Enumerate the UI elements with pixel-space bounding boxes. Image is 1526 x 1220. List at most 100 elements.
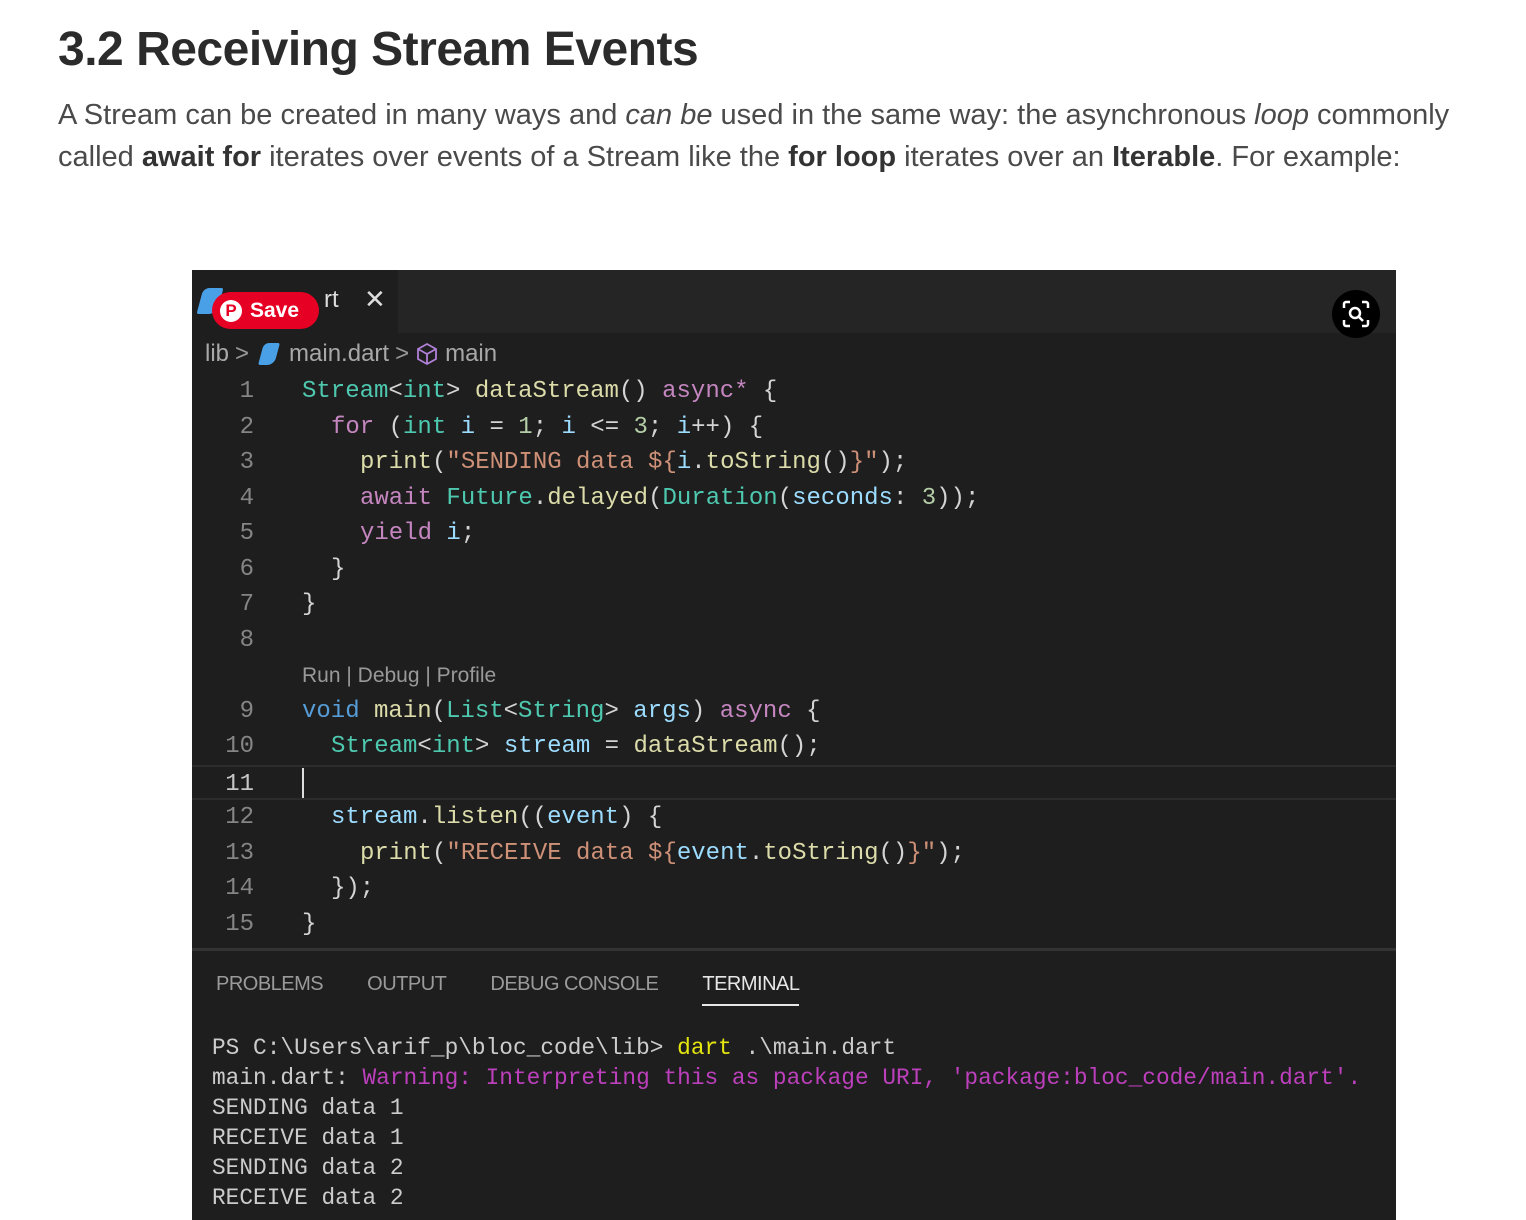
bold-term: for loop [788,141,897,173]
code-token: void [302,697,360,725]
line-number: 10 [225,733,254,760]
editor-tab-bar: rt ✕ P Save [192,270,1396,338]
code-token: toString [705,449,821,476]
code-token: stream [503,733,591,760]
section-heading: 3.2 Receiving Stream Events [58,23,699,76]
terminal-text: SENDING data 2 [212,1155,404,1181]
code-token: main [374,697,432,725]
panel-tab-terminal[interactable]: TERMINAL [702,973,800,1006]
terminal-text: .\main.dart [731,1035,897,1061]
code-token: i [460,413,476,441]
panel-tab-problems[interactable]: PROBLEMS [216,973,324,995]
terminal-text: dart [677,1035,732,1061]
terminal-line: RECEIVE data 2 [212,1183,1361,1213]
code-token: delayed [547,484,649,512]
code-token: seconds [792,484,893,512]
terminal-text: SENDING data 1 [212,1095,404,1121]
code-token: async [719,697,792,725]
line-number: 12 [225,804,254,831]
panel-tab-debug-console[interactable]: DEBUG CONSOLE [490,973,659,995]
breadcrumb-file[interactable]: main.dart [289,340,390,367]
italic-term: can be [625,99,713,131]
code-line[interactable]: 8 [192,623,1396,659]
pinterest-save-button[interactable]: P Save [212,292,319,329]
code-token: { [748,378,778,405]
lens-search-icon [1342,300,1370,328]
breadcrumb-symbol[interactable]: main [445,340,498,367]
breadcrumb: lib > main.dart > main [205,340,497,368]
terminal-line: main.dart: Warning: Interpreting this as… [212,1063,1361,1093]
panel-tab-output[interactable]: OUTPUT [367,973,447,995]
code-token: ) { [619,804,663,831]
code-token: } [331,555,346,583]
code-token: int [403,413,447,441]
code-line[interactable]: 12 stream.listen((event) { [192,800,1396,836]
code-token: (); [777,733,821,760]
text-run: used in the same way: the asynchronous [712,99,1255,131]
save-label: Save [250,298,300,322]
code-token: ( [432,839,447,867]
code-token: stream [331,804,418,831]
code-token: > [446,378,475,405]
terminal-line: SENDING data 1 [212,1093,1361,1123]
code-token: < [503,697,519,725]
visual-search-button[interactable] [1332,290,1380,338]
intro-paragraph: A Stream can be created in many ways and… [58,94,1518,178]
dart-file-icon [258,343,280,365]
code-token: () [878,839,908,867]
line-number: 5 [239,520,254,547]
code-token: ) [690,697,720,725]
line-source: stream.listen((event) { [331,800,662,836]
code-token [432,520,446,547]
text-cursor [302,768,304,799]
code-line[interactable]: 11 [192,764,1396,800]
code-token: await [360,484,433,512]
terminal-text: RECEIVE data 2 [212,1185,404,1211]
code-token: . [748,839,764,867]
code-token: toString [763,839,879,867]
code-token: String [518,697,605,725]
code-line[interactable]: 15} [192,907,1396,943]
italic-term: loop [1254,99,1309,131]
line-source: }); [331,871,374,907]
code-token: i [446,520,461,547]
code-token: 3 [633,413,648,441]
code-token: dataStream [633,733,778,760]
code-line[interactable]: 7} [192,587,1396,623]
code-token: Future [446,484,533,512]
line-number: 7 [239,591,254,618]
breadcrumb-lib[interactable]: lib [205,340,230,367]
pinterest-icon: P [220,299,242,322]
code-token: int [431,733,476,760]
code-token: () [618,378,663,405]
code-line[interactable]: 6} [192,552,1396,588]
line-number: 4 [239,484,254,512]
code-token [432,485,446,512]
code-line[interactable]: 14}); [192,871,1396,907]
code-token: event [676,839,749,867]
code-token: (( [518,804,548,831]
code-token: <= [575,413,634,441]
code-token: "SENDING data ${ [446,449,677,476]
text-run: commonly called [58,99,1450,173]
close-icon[interactable]: ✕ [364,284,386,314]
line-source: void main(List<String> args) async { [302,694,821,730]
codelens-run-debug-profile[interactable]: Run | Debug | Profile [302,664,497,687]
code-token: print [360,839,433,867]
bottom-panel: PROBLEMS OUTPUT DEBUG CONSOLE TERMINAL PS C… [192,948,1396,1220]
code-token: : [892,484,922,512]
code-token: Duration [662,484,778,512]
line-source: print("SENDING data ${i.toString()}"); [360,445,907,481]
code-token: ( [432,449,447,476]
terminal-output[interactable]: PS C:\Users\arif_p\bloc_code\lib> dart .… [212,1033,1361,1213]
code-token: }" [907,839,937,867]
